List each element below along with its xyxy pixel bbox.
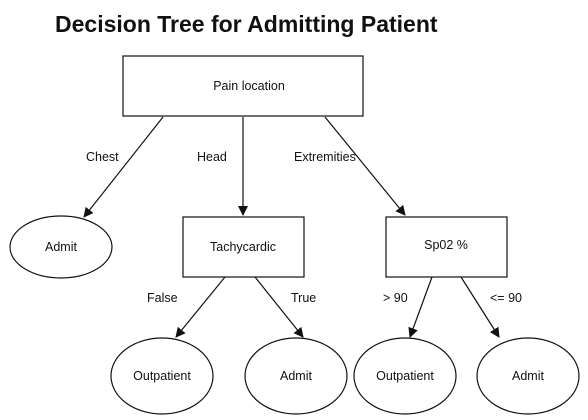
- edge-le90-label: <= 90: [490, 291, 522, 305]
- node-head-outpatient: Outpatient: [110, 337, 214, 415]
- edge-gt90-arrow: [408, 276, 433, 338]
- node-chest-admit-ellipse: [9, 215, 113, 279]
- node-chest-admit: Admit: [9, 215, 113, 279]
- node-sp02-box: [385, 216, 508, 278]
- diagram-title: Decision Tree for Admitting Patient: [55, 11, 438, 37]
- node-head-admit-label: Admit: [280, 369, 312, 383]
- edge-extremities: Extremities: [294, 116, 406, 216]
- node-ext-outpatient-ellipse: [353, 337, 457, 415]
- edge-true-arrow: [254, 276, 304, 338]
- node-sp02: Sp02 %: [385, 216, 508, 278]
- node-sp02-label: Sp02 %: [424, 238, 468, 252]
- node-ext-outpatient-label: Outpatient: [376, 369, 434, 383]
- edge-le90-arrow: [460, 276, 500, 338]
- node-ext-outpatient: Outpatient: [353, 337, 457, 415]
- node-head-admit-ellipse: [244, 337, 348, 415]
- edge-true-label: True: [291, 291, 316, 305]
- node-pain-location: Pain location: [122, 55, 364, 117]
- edge-extremities-label: Extremities: [294, 150, 356, 164]
- edge-gt90: > 90: [383, 276, 433, 338]
- edge-chest: Chest: [83, 116, 164, 218]
- node-head-outpatient-ellipse: [110, 337, 214, 415]
- node-tachycardic-label: Tachycardic: [210, 240, 276, 254]
- node-tachycardic: Tachycardic: [182, 216, 305, 278]
- edge-false-arrow: [175, 276, 226, 338]
- node-head-admit: Admit: [244, 337, 348, 415]
- edge-chest-arrow: [83, 116, 164, 218]
- edge-true: True: [254, 276, 316, 338]
- node-tachycardic-box: [182, 216, 305, 278]
- edge-le90: <= 90: [460, 276, 522, 338]
- node-head-outpatient-label: Outpatient: [133, 369, 191, 383]
- node-pain-location-box: [122, 55, 364, 117]
- edge-chest-label: Chest: [86, 150, 119, 164]
- edge-head-label: Head: [197, 150, 227, 164]
- node-ext-admit: Admit: [476, 337, 580, 415]
- node-ext-admit-label: Admit: [512, 369, 544, 383]
- edge-false: False: [147, 276, 226, 338]
- edge-extremities-arrow: [324, 116, 406, 216]
- edge-gt90-label: > 90: [383, 291, 408, 305]
- node-ext-admit-ellipse: [476, 337, 580, 415]
- edge-false-label: False: [147, 291, 178, 305]
- node-chest-admit-label: Admit: [45, 240, 77, 254]
- edge-head: Head: [197, 117, 248, 216]
- node-pain-location-label: Pain location: [213, 79, 285, 93]
